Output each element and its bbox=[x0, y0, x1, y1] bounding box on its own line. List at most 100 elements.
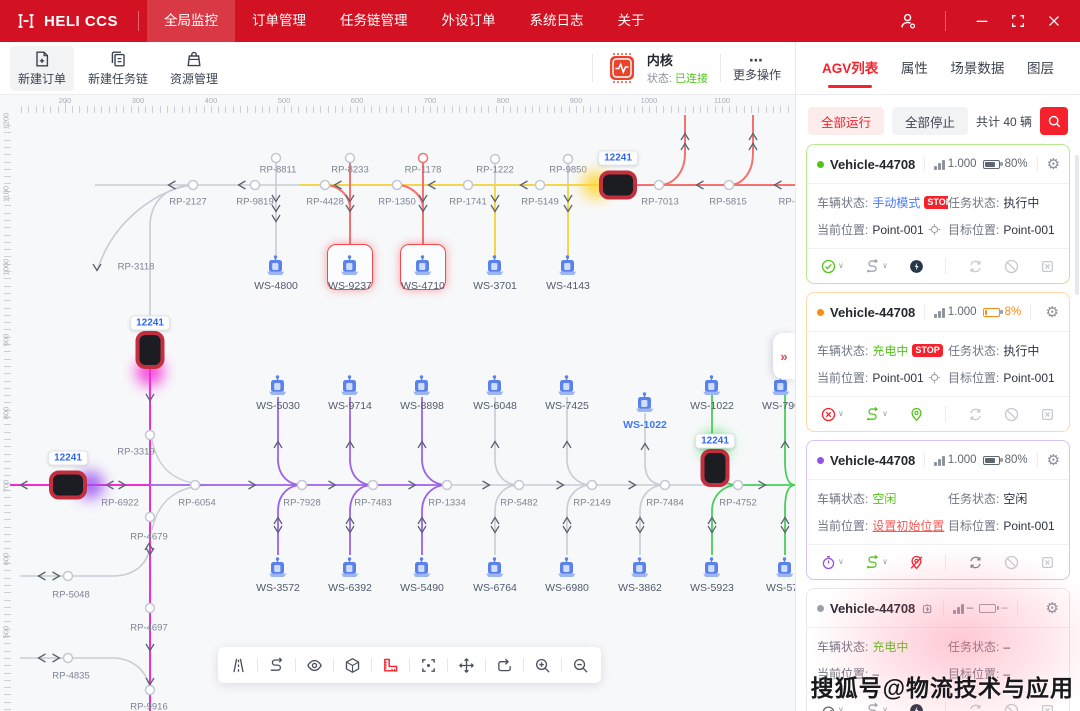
zoom-out-icon[interactable] bbox=[572, 657, 589, 674]
nav-item-全局监控[interactable]: 全局监控 bbox=[147, 0, 236, 42]
boxx-action-icon[interactable] bbox=[1040, 555, 1055, 570]
workstation-icon[interactable] bbox=[338, 555, 362, 579]
visibility-icon[interactable] bbox=[306, 657, 323, 674]
xcircle-action-icon[interactable]: ∨ bbox=[821, 407, 844, 422]
measure-ruler-icon[interactable] bbox=[382, 657, 399, 674]
route-action-icon[interactable]: ∨ bbox=[865, 407, 888, 422]
scene-3d-icon[interactable] bbox=[344, 657, 361, 674]
lane-guides-icon[interactable] bbox=[230, 657, 247, 674]
workstation-icon[interactable] bbox=[338, 373, 362, 397]
tab-AGV列表[interactable]: AGV列表 bbox=[822, 42, 878, 95]
swap-action-icon[interactable] bbox=[968, 407, 983, 422]
workstation-icon[interactable] bbox=[483, 253, 507, 277]
swap-action-icon[interactable] bbox=[968, 259, 983, 274]
nav-item-系统日志[interactable]: 系统日志 bbox=[529, 13, 584, 28]
gauge-action-icon[interactable]: ∨ bbox=[821, 703, 844, 711]
workstation-icon[interactable] bbox=[700, 373, 724, 397]
maximize-button[interactable] bbox=[1010, 13, 1026, 29]
workstation-icon[interactable] bbox=[264, 253, 288, 277]
gear-icon[interactable]: ⚙ bbox=[1046, 155, 1061, 173]
workstation-icon[interactable] bbox=[555, 555, 579, 579]
workstation-icon[interactable] bbox=[773, 555, 795, 579]
nav-item-订单管理[interactable]: 订单管理 bbox=[252, 13, 307, 28]
run-all-button[interactable]: 全部运行 bbox=[808, 107, 885, 135]
nav-item-外设订单[interactable]: 外设订单 bbox=[441, 13, 496, 28]
timer-action-icon[interactable]: ∨ bbox=[821, 555, 844, 570]
charge-action-icon[interactable] bbox=[909, 259, 924, 274]
workstation-icon[interactable] bbox=[633, 390, 657, 414]
charge-action-icon[interactable] bbox=[909, 703, 924, 711]
more-actions-button[interactable]: ⋯ 更多操作 bbox=[733, 53, 781, 83]
tab-场景数据[interactable]: 场景数据 bbox=[950, 60, 1005, 76]
target-position-label: 目标位置: bbox=[947, 223, 1000, 237]
current-position-label: 当前位置: bbox=[817, 223, 869, 237]
pin-action-icon[interactable] bbox=[909, 407, 924, 422]
charge-icon bbox=[909, 259, 924, 274]
reset-rotation-icon[interactable] bbox=[496, 657, 513, 674]
ban-action-icon[interactable] bbox=[1004, 703, 1019, 711]
boxx-action-icon[interactable] bbox=[1040, 703, 1055, 711]
pinoff-action-icon[interactable] bbox=[909, 555, 924, 570]
workstation-icon[interactable] bbox=[483, 555, 507, 579]
stop-all-button[interactable]: 全部停止 bbox=[892, 107, 969, 135]
locate-icon[interactable] bbox=[928, 371, 941, 384]
panel-scrollbar[interactable] bbox=[1075, 155, 1079, 295]
agv-vehicle[interactable] bbox=[49, 470, 87, 500]
search-button[interactable] bbox=[1040, 107, 1068, 135]
workstation-icon[interactable] bbox=[338, 253, 362, 277]
nav-item-任务链管理[interactable]: 任务链管理 bbox=[340, 13, 408, 28]
workstation-icon[interactable] bbox=[410, 555, 434, 579]
route-preview-icon[interactable] bbox=[268, 657, 285, 674]
minimize-button[interactable] bbox=[974, 13, 990, 29]
check-action-icon[interactable]: ∨ bbox=[821, 259, 844, 274]
route-action-icon[interactable]: ∨ bbox=[865, 555, 888, 570]
zoom-in-icon[interactable] bbox=[534, 657, 551, 674]
boxx-action-icon[interactable] bbox=[1040, 259, 1055, 274]
workstation-icon[interactable] bbox=[266, 555, 290, 579]
route-action-icon[interactable]: ∨ bbox=[865, 703, 888, 711]
workstation-icon[interactable] bbox=[266, 373, 290, 397]
workstation-icon[interactable] bbox=[411, 253, 435, 277]
pan-icon[interactable] bbox=[458, 657, 475, 674]
ban-action-icon[interactable] bbox=[1004, 259, 1019, 274]
ban-action-icon[interactable] bbox=[1004, 407, 1019, 422]
agv-vehicle[interactable] bbox=[135, 331, 165, 369]
workstation-label: WS-1022 bbox=[690, 400, 734, 412]
toolbar-button-新建订单[interactable]: 新建订单 bbox=[10, 45, 74, 91]
gear-icon[interactable]: ⚙ bbox=[1045, 303, 1059, 321]
workstation-icon[interactable] bbox=[483, 373, 507, 397]
panel-collapse-tab[interactable]: » bbox=[773, 333, 795, 379]
tab-图层[interactable]: 图层 bbox=[1027, 60, 1054, 76]
current-position-value[interactable]: 设置初始位置 bbox=[872, 519, 945, 533]
ban-action-icon[interactable] bbox=[1004, 555, 1019, 570]
agv-vehicle[interactable] bbox=[599, 170, 637, 200]
swap-icon bbox=[968, 555, 983, 570]
workstation-icon[interactable] bbox=[700, 555, 724, 579]
toolbar-button-新建任务链[interactable]: 新建任务链 bbox=[82, 46, 154, 91]
vehicle-card[interactable]: Vehicle-447081.00080%⚙车辆状态:手动模式STOP任务状态:… bbox=[806, 144, 1070, 284]
workstation-icon[interactable] bbox=[410, 373, 434, 397]
toolbar-divider bbox=[257, 658, 258, 672]
locate-icon[interactable] bbox=[928, 223, 941, 236]
tab-属性[interactable]: 属性 bbox=[900, 60, 928, 76]
vehicle-id-badge: 12241 bbox=[48, 450, 88, 466]
toolbar-button-资源管理[interactable]: 资源管理 bbox=[162, 46, 226, 91]
swap-action-icon[interactable] bbox=[968, 703, 983, 711]
boxx-action-icon[interactable] bbox=[1040, 407, 1055, 422]
gear-icon[interactable]: ⚙ bbox=[1045, 599, 1059, 617]
workstation-icon[interactable] bbox=[628, 555, 652, 579]
workstation-icon[interactable] bbox=[555, 373, 579, 397]
fit-view-icon[interactable] bbox=[420, 657, 437, 674]
nav-item-关于[interactable]: 关于 bbox=[617, 13, 645, 28]
swap-action-icon[interactable] bbox=[968, 555, 983, 570]
user-icon[interactable] bbox=[899, 12, 917, 30]
vehicle-card[interactable]: Vehicle-44708––⚙车辆状态:充电中任务状态:–当前位置:–目标位置… bbox=[806, 588, 1070, 711]
gear-icon[interactable]: ⚙ bbox=[1046, 451, 1061, 469]
workstation-icon[interactable] bbox=[556, 253, 580, 277]
route-action-icon[interactable]: ∨ bbox=[865, 259, 888, 274]
close-button[interactable] bbox=[1046, 13, 1062, 29]
agv-vehicle[interactable] bbox=[700, 449, 730, 487]
